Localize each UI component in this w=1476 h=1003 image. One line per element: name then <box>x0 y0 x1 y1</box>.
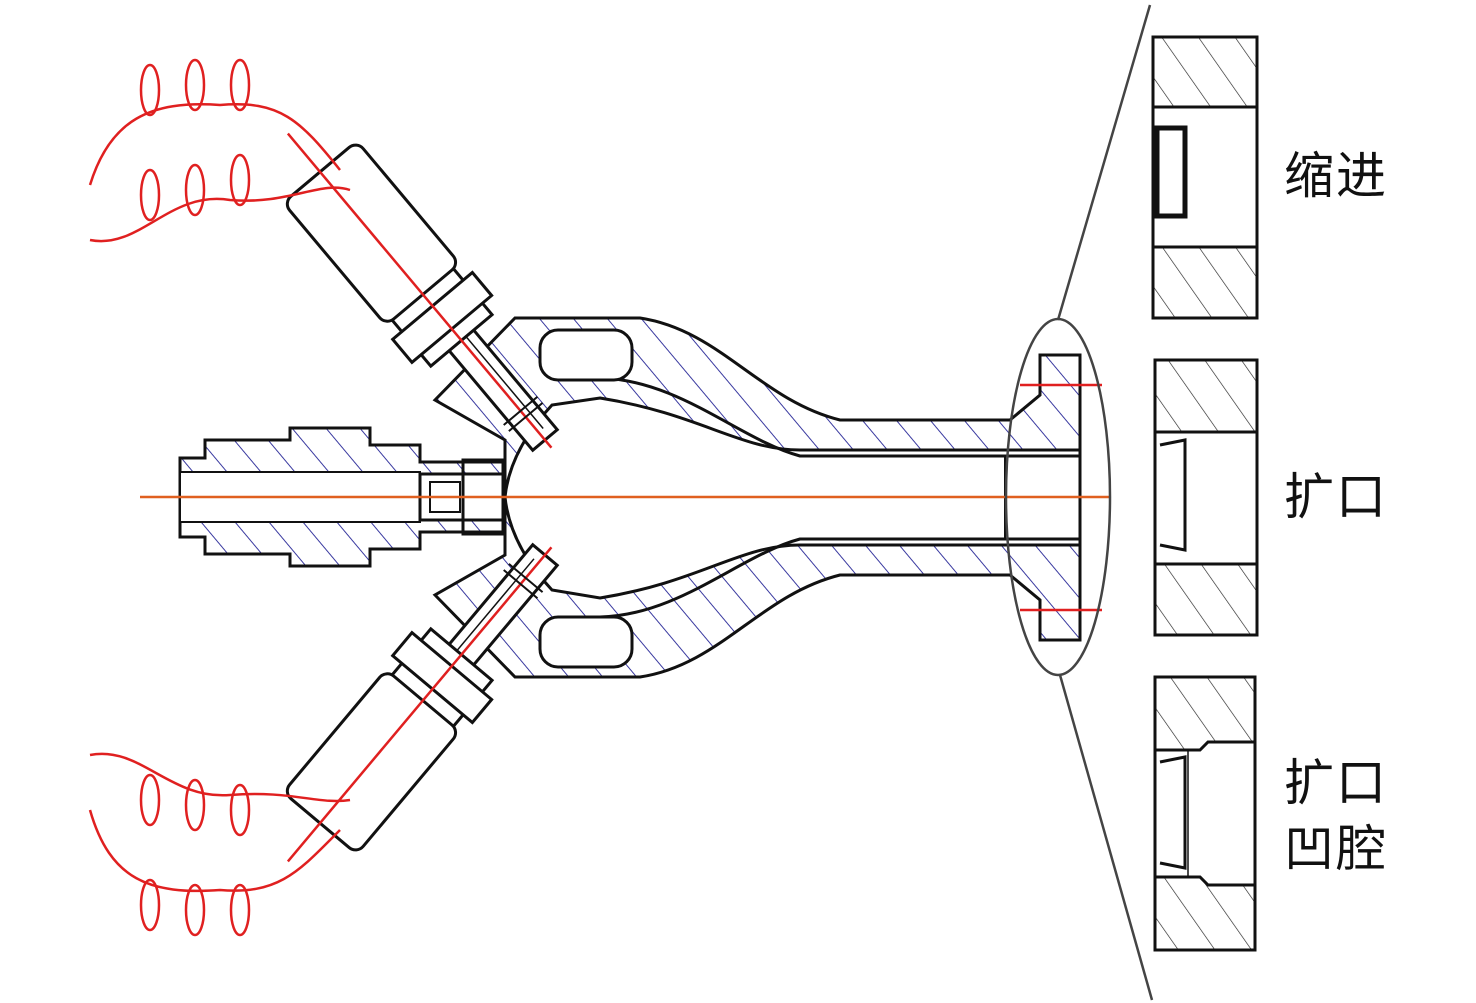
variant-retracted <box>1151 35 1259 320</box>
upper-wire-coil <box>88 58 351 243</box>
variant-flared-cavity <box>1153 675 1257 952</box>
label-flared-cavity-2: 凹腔 <box>1284 820 1388 878</box>
lower-igniter-arm <box>246 512 593 897</box>
label-retracted: 缩进 <box>1284 147 1388 205</box>
upper-igniter-arm <box>246 98 593 483</box>
label-flared: 扩口 <box>1284 468 1388 526</box>
lower-wire-coil <box>88 752 351 937</box>
label-flared-cavity-1: 扩口 <box>1284 754 1388 812</box>
variant-flared <box>1153 358 1259 637</box>
